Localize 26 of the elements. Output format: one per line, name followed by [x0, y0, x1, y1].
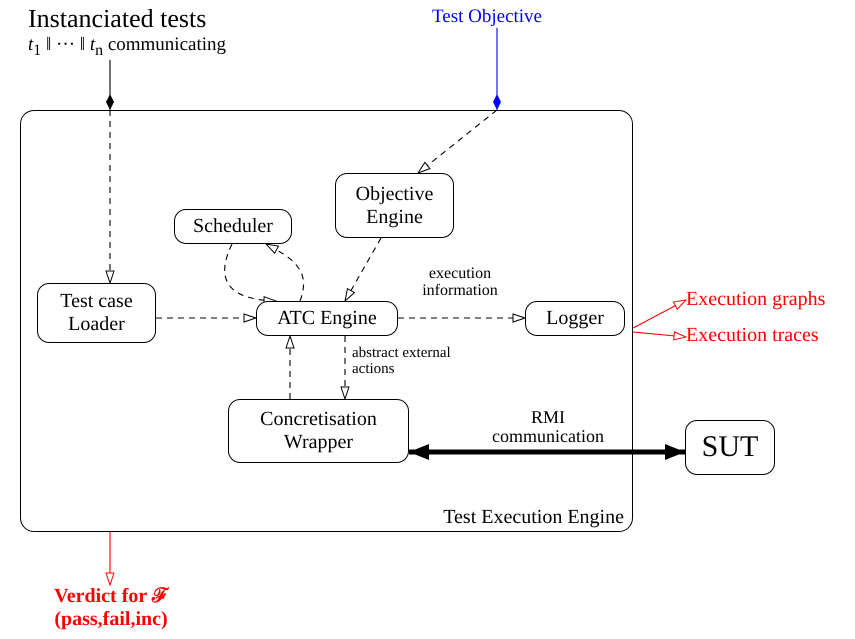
- component-box: Concretisation Wrapper: [228, 399, 409, 463]
- component-box: SUT: [685, 420, 775, 475]
- output-label: Execution traces: [686, 324, 819, 347]
- arrow: [632, 300, 686, 328]
- arrow: [106, 532, 114, 586]
- arrow: [286, 336, 294, 399]
- component-box: Objective Engine: [335, 173, 454, 238]
- component-box: Scheduler: [174, 209, 292, 244]
- arrow: [418, 110, 498, 174]
- arrow: [632, 331, 686, 340]
- subheading-text: t$_{1}$ ‖ ··· ‖ t$_{n}$ communicating: [28, 34, 226, 60]
- arrow: [106, 110, 114, 284]
- arrow: [398, 314, 526, 322]
- verdict-label: Verdict for ℱ (pass,fail,inc): [6, 585, 216, 631]
- frame-title: Test Execution Engine: [443, 506, 624, 529]
- component-box: Test case Loader: [37, 283, 156, 343]
- component-box: ATC Engine: [256, 301, 398, 336]
- arrow: [409, 444, 685, 460]
- arrow: [344, 238, 382, 302]
- output-label: Execution graphs: [686, 288, 826, 311]
- arrow: [340, 336, 350, 400]
- component-box: Logger: [525, 301, 625, 336]
- input-label: Test Objective: [432, 6, 542, 28]
- heading-text: Instanciated tests: [28, 4, 208, 34]
- arrow: [266, 244, 304, 302]
- arrow: [156, 314, 256, 322]
